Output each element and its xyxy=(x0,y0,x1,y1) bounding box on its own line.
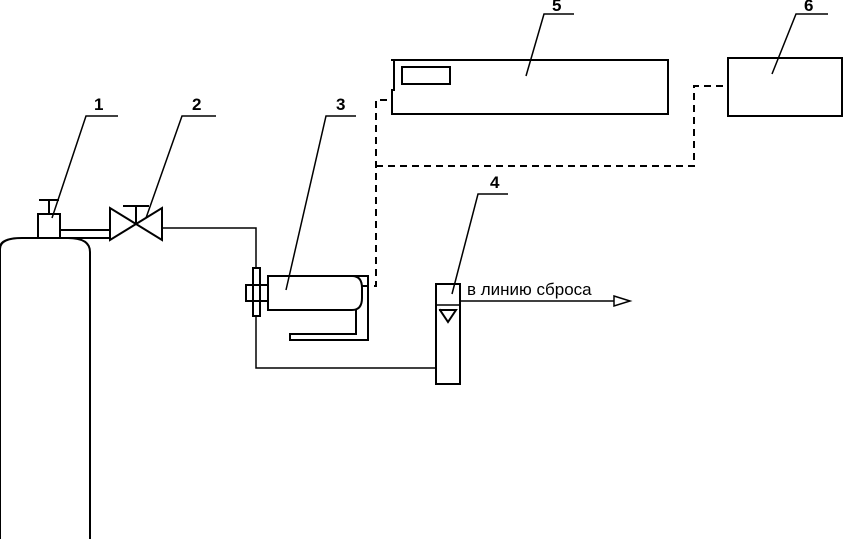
signal-line-sensor-analyzer xyxy=(362,99,392,287)
flowmeter xyxy=(435,283,461,385)
exhaust-outlet xyxy=(460,294,633,308)
analyzer xyxy=(391,59,669,115)
tee-fitting xyxy=(245,267,269,317)
leader-lines xyxy=(51,13,828,295)
label-flowmeter: 4 xyxy=(490,173,500,192)
recorder xyxy=(727,57,843,117)
label-sensor: 3 xyxy=(336,95,345,114)
bypass-line xyxy=(255,316,436,369)
label-recorder: 6 xyxy=(804,0,813,15)
shutoff-valve xyxy=(109,205,163,242)
signal-line-to-recorder xyxy=(376,85,728,167)
label-analyzer: 5 xyxy=(552,0,561,15)
valve-to-sensor-line xyxy=(162,227,257,268)
sensor xyxy=(267,275,369,341)
label-cylinder: 1 xyxy=(94,95,103,114)
gas-cylinder xyxy=(0,199,91,539)
exhaust-label: в линию сброса xyxy=(467,280,592,299)
label-valve: 2 xyxy=(192,95,201,114)
supply-line xyxy=(59,229,111,239)
